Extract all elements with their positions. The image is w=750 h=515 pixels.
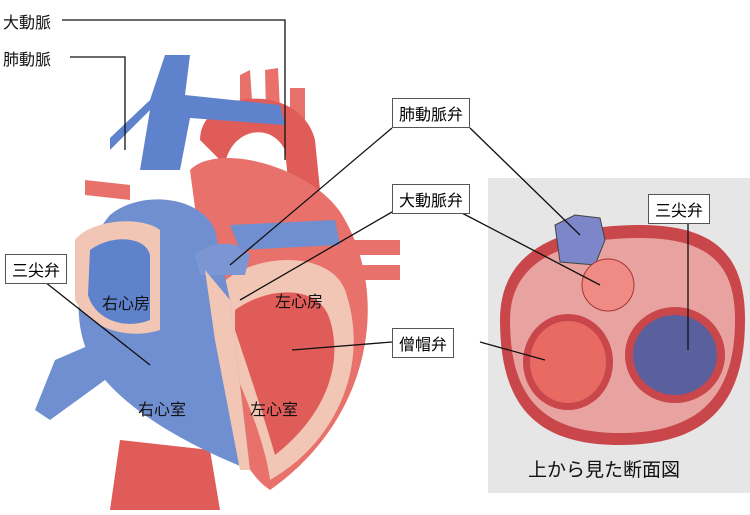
label-left-ventricle: 左心室 <box>250 400 299 419</box>
septum <box>205 270 250 470</box>
label-pulmonary-artery: 肺動脈 <box>3 50 52 69</box>
label-right-ventricle: 右心室 <box>138 400 187 419</box>
pulmonary-artery-right <box>230 220 340 250</box>
label-pulmonary-valve: 肺動脈弁 <box>392 98 471 128</box>
inferior-vena-cava <box>35 345 105 420</box>
label-aortic-valve: 大動脈弁 <box>392 184 471 214</box>
cross-section-pulmonary-valve <box>554 214 606 266</box>
label-left-atrium: 左心房 <box>275 292 324 311</box>
label-tricuspid-valve-right: 三尖弁 <box>648 194 711 224</box>
pulmonary-trunk <box>195 243 250 275</box>
descending-aorta <box>110 440 220 510</box>
cross-section-aortic-valve <box>581 258 635 312</box>
label-tricuspid-valve-left: 三尖弁 <box>5 254 68 284</box>
label-right-atrium: 右心房 <box>102 294 151 313</box>
aorta-branches <box>240 68 305 125</box>
leader-lines <box>44 19 689 366</box>
right-atrium-cavity <box>88 239 150 324</box>
pulmonary-veins <box>85 180 400 280</box>
left-ventricle-cavity <box>235 292 335 455</box>
label-aorta: 大動脈 <box>3 13 52 32</box>
superior-vena-cava <box>110 55 285 170</box>
label-mitral-valve: 僧帽弁 <box>392 328 455 358</box>
cross-section-caption: 上から見た断面図 <box>528 459 681 481</box>
